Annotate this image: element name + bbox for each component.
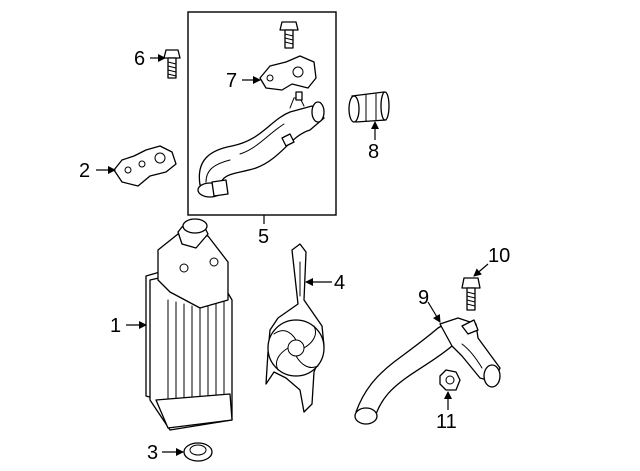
callout-11[interactable]: 11 <box>436 411 457 433</box>
callout-9[interactable]: 9 <box>418 287 429 309</box>
callout-5[interactable]: 5 <box>258 226 269 248</box>
fan-shroud-icon <box>265 243 325 413</box>
callout-8[interactable]: 8 <box>368 141 379 163</box>
leader-9 <box>427 301 441 323</box>
leader-10 <box>473 263 489 277</box>
callout-7[interactable]: 7 <box>226 70 237 92</box>
hose-sleeve-icon <box>348 91 390 123</box>
callout-2[interactable]: 2 <box>79 160 90 182</box>
hose-kit-box <box>187 11 337 216</box>
callout-1[interactable]: 1 <box>110 315 121 337</box>
cap-icon <box>183 442 213 462</box>
outlet-hose-icon <box>354 317 501 425</box>
callout-3[interactable]: 3 <box>147 442 158 464</box>
bolt-icon <box>163 49 181 79</box>
intercooler-hose-icon <box>197 91 325 198</box>
callout-10[interactable]: 10 <box>488 245 510 267</box>
flange-bolt-icon <box>461 277 481 311</box>
intercooler-icon <box>145 218 233 431</box>
nut-icon <box>439 369 461 391</box>
kit-bolt-icon <box>279 21 299 49</box>
callout-6[interactable]: 6 <box>134 48 145 70</box>
hose-bracket-icon <box>259 55 317 91</box>
bracket-icon <box>113 145 177 187</box>
callout-4[interactable]: 4 <box>334 272 345 294</box>
